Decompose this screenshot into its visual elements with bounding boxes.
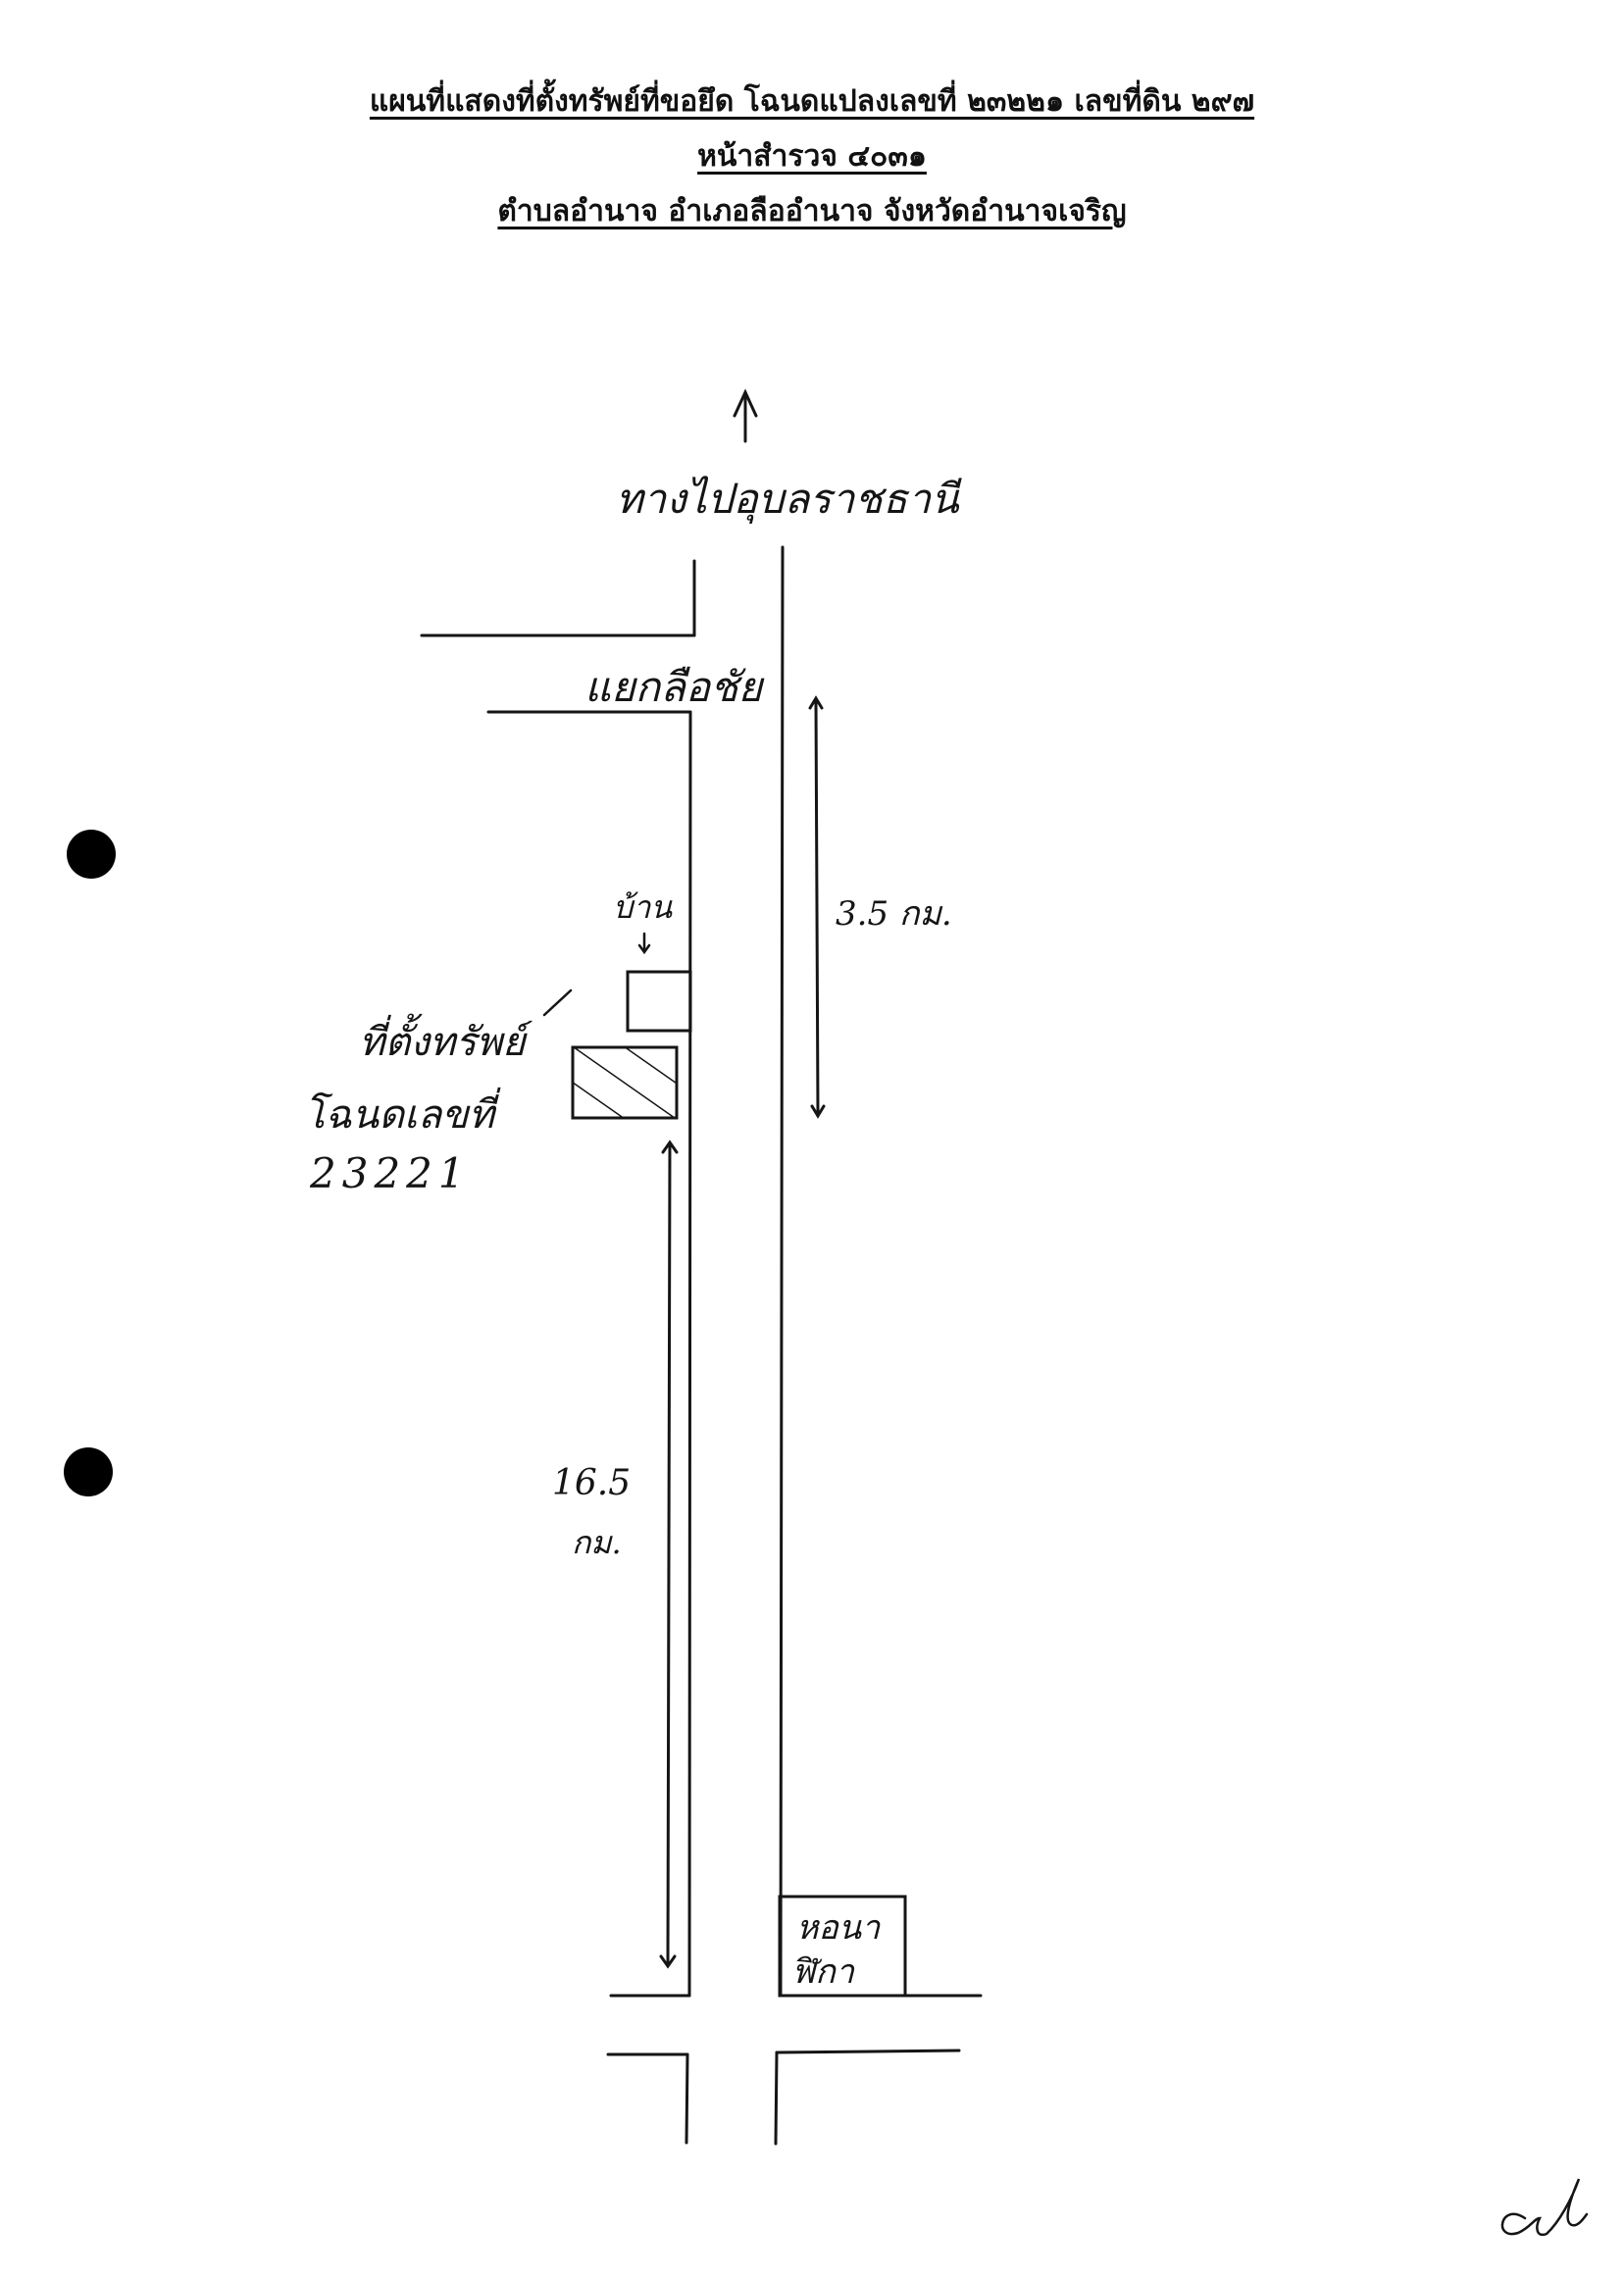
deed-label: โฉนดเลขที่: [304, 1092, 494, 1138]
distance-marker-upper: [808, 695, 826, 1119]
distance-lower-unit: กม.: [572, 1524, 622, 1561]
survey-page-line: หน้าสำรวจ ๔๐๓๑: [697, 139, 927, 174]
property-label: ที่ตั้งทรัพย์: [359, 1020, 526, 1065]
location-line: ตำบลอำนาจ อำเภอลืออำนาจ จังหวัดอำนาจเจริ…: [497, 194, 1127, 228]
property-parcel: [571, 1045, 679, 1120]
distance-marker-lower: [659, 1140, 679, 1969]
landmark-label-line2: ฬิกา: [792, 1952, 854, 1992]
punch-hole-upper: [67, 830, 116, 879]
house-label: บ้าน: [613, 888, 673, 926]
property-label-leader: [542, 988, 573, 1017]
deed-number: 23221: [310, 1149, 471, 1197]
landmark-label-line1: หอนา: [796, 1908, 881, 1948]
signature-mark: [1500, 2178, 1589, 2237]
document-header: แผนที่แสดงที่ตั้งทรัพย์ที่ขอยึด โฉนดแปลง…: [0, 86, 1624, 251]
distance-upper-label: 3.5 กม.: [836, 894, 952, 934]
junction-side-road: [420, 633, 696, 714]
bottom-cross-road: [606, 1994, 983, 2056]
distance-lower-value: 16.5: [552, 1463, 632, 1503]
house-pointer-icon: [637, 932, 651, 955]
junction-label: แยกลือชัย: [584, 663, 763, 711]
main-road: [685, 545, 785, 2146]
punch-hole-lower: [64, 1447, 113, 1496]
north-direction-label: ทางไปอุบลราชธานี: [616, 475, 959, 523]
landmark-box: [778, 1895, 907, 1998]
house-marker: [626, 970, 692, 1033]
north-arrow-icon: [733, 388, 758, 443]
document-title: แผนที่แสดงที่ตั้งทรัพย์ที่ขอยึด โฉนดแปลง…: [369, 84, 1255, 119]
